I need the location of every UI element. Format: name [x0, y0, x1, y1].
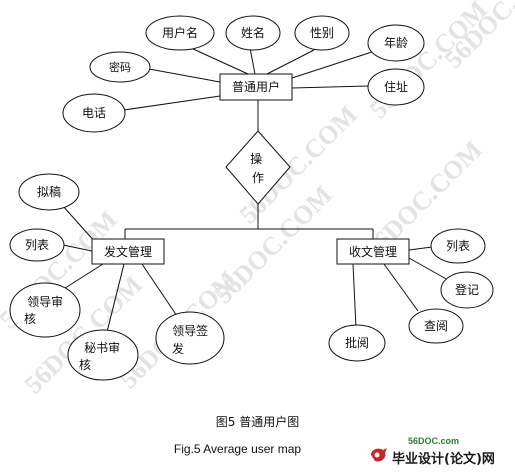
attribute-address: 住址 — [384, 80, 408, 94]
attribute-phone: 电话 — [82, 106, 106, 120]
receive-item-review: 批阅 — [345, 335, 369, 350]
receive-item-register: 登记 — [455, 282, 479, 297]
receive-item-query: 查阅 — [424, 319, 448, 333]
attribute-shapes — [62, 15, 425, 133]
figure-caption-english: Fig.5 Average user map — [173, 442, 302, 456]
receive-item-list: 列表 — [446, 239, 470, 253]
relationship-label: 操 作 — [250, 151, 266, 185]
send-item-leader-review: 领导审 核 — [24, 294, 67, 326]
relationship-diamond — [225, 130, 291, 205]
receive-module-label: 收文管理 — [349, 244, 397, 259]
send-module-box — [91, 238, 165, 265]
send-item-secretary-review: 秘书审 核 — [79, 340, 124, 372]
attribute-username: 用户名 — [162, 25, 198, 40]
footer-site-label: 56DOC.com — [408, 436, 460, 446]
footer-brand-name: 毕业设计(论文)网 — [392, 452, 495, 467]
send-item-shapes — [9, 173, 225, 381]
attribute-age: 年龄 — [384, 36, 408, 50]
brand-logo-icon — [371, 448, 387, 462]
receive-item-shapes — [328, 228, 494, 362]
send-item-leader-sign: 领导签 发 — [172, 323, 212, 356]
figure-caption-chinese: 图5 普通用户图 — [215, 415, 300, 429]
label-layer: 用户名 姓名 性别 年龄 住址 电话 密码 普通用户 操 作 发文管理 收文管理… — [24, 25, 479, 372]
receive-module-box — [336, 238, 410, 265]
attribute-password: 密码 — [109, 60, 131, 74]
central-entity-box — [219, 73, 293, 101]
send-item-list: 列表 — [25, 238, 49, 252]
connector-lines — [61, 47, 449, 337]
attribute-name: 姓名 — [241, 25, 265, 40]
central-entity-label: 普通用户 — [232, 79, 280, 94]
send-module-label: 发文管理 — [104, 244, 152, 259]
send-item-draft: 拟稿 — [37, 184, 61, 199]
attribute-gender: 性别 — [310, 26, 334, 40]
